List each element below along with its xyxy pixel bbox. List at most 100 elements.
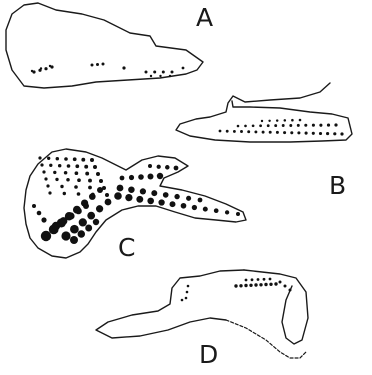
panel-c-dot [236, 212, 240, 216]
panel-c-dot [157, 165, 161, 169]
panel-b-dot [297, 124, 300, 127]
panel-c-dot [97, 187, 103, 193]
panel-c: C [24, 149, 246, 262]
panel-c-dot [38, 156, 41, 159]
panel-c-dot [58, 164, 61, 167]
panel-c-dot [140, 188, 146, 194]
panel-c-dot [120, 176, 125, 181]
panel-c-dot [203, 207, 208, 212]
panel-b-dot [282, 124, 285, 127]
panel-d-dot [284, 285, 287, 288]
panel-c-dot [192, 205, 197, 210]
panel-a-dot [91, 64, 94, 67]
panel-c-dot [85, 172, 89, 176]
panel-b-dot [305, 132, 308, 135]
panel-c-dot [81, 158, 85, 162]
panel-d-dot [264, 283, 267, 286]
panel-a-dot [159, 75, 161, 77]
panel-d-dot [254, 283, 257, 286]
panel-b-dot [226, 130, 229, 133]
panel-a-label: A [196, 3, 213, 32]
panel-c-dot [74, 185, 78, 189]
panel-b-dot [319, 132, 322, 135]
panel-b-dot [276, 119, 278, 121]
panel-c-dot [63, 192, 66, 195]
panel-b-dot [333, 132, 336, 135]
panel-d-dots [181, 278, 292, 302]
panel-b-dot [254, 130, 257, 133]
panel-c-dot [73, 157, 77, 161]
panel-c-dot [87, 212, 95, 220]
panel-b-dot [326, 132, 329, 135]
panel-c-dot [93, 165, 97, 169]
panel-a-outline [6, 3, 203, 88]
panel-c-dot [75, 171, 79, 175]
panel-a-dot [153, 71, 156, 74]
panel-a-dot [171, 71, 174, 74]
panel-a-dot [31, 70, 33, 72]
panel-c-dot [138, 174, 144, 180]
panel-b-dot [219, 130, 222, 133]
panel-a-dot [102, 63, 105, 66]
panel-c-dot [48, 191, 51, 194]
panel-c-dot [225, 210, 229, 214]
panel-d-dot [239, 284, 242, 287]
panel-b-dot [289, 124, 292, 127]
panel-b-dot [268, 120, 270, 122]
panel-c-dot [46, 184, 49, 187]
panel-c-dots [32, 156, 240, 244]
panel-c-dot [117, 185, 124, 192]
panel-c-dot [79, 218, 87, 226]
panel-c-dot [41, 231, 51, 241]
panel-d-dot [257, 278, 260, 281]
panel-c-dot [42, 170, 45, 173]
panel-c-dot [148, 164, 152, 168]
panel-c-dot [75, 208, 82, 215]
panel-b-dot [252, 124, 255, 127]
panel-c-dot [60, 185, 63, 188]
panel-b-dot [312, 132, 315, 135]
panel-a-dot [40, 67, 42, 69]
panel-c-dot [84, 165, 88, 169]
panel-b-dot [276, 131, 279, 134]
panel-c-dot [151, 190, 157, 196]
panel-b-label: B [329, 171, 346, 200]
panel-c-dot [49, 164, 52, 167]
panel-a-dots [31, 63, 185, 78]
panel-c-dot [198, 198, 203, 203]
panel-d-dot [289, 289, 292, 292]
panel-c-dot [78, 230, 85, 237]
panel-c-dot [114, 192, 122, 200]
panel-c-dot [174, 194, 179, 199]
panel-a-dot [44, 67, 47, 70]
panel-b-dot [312, 124, 315, 127]
panel-c-label: C [118, 233, 135, 262]
panel-a-dot [150, 75, 152, 77]
panel-c-dot [40, 163, 43, 166]
panel-c-dot [47, 157, 50, 160]
panel-d-dot [269, 278, 272, 281]
panel-b-dot [274, 124, 277, 127]
panel-b-dot [284, 119, 287, 122]
panel-c-dot [67, 212, 74, 219]
panel-b-dot [259, 124, 262, 127]
panel-a-dot [96, 63, 99, 66]
panel-d-label: D [199, 340, 218, 369]
panel-b-dot [267, 124, 270, 127]
panel-c-dot [66, 178, 70, 182]
panel-b-dot [240, 130, 243, 133]
panel-c-dot [147, 198, 154, 205]
panel-d-dot [279, 281, 282, 284]
panel-a-dot [145, 71, 148, 74]
panel-b-dot [283, 131, 286, 134]
panel-c-dot [93, 219, 99, 225]
panel-c-dot [125, 194, 132, 201]
panel-c-dot [214, 208, 219, 213]
panel-c-dot [52, 222, 60, 230]
panel-b-dot [262, 131, 265, 134]
panel-c-dot [99, 179, 103, 183]
panel-d-dot [245, 279, 248, 282]
panel-c-dot [67, 164, 71, 168]
panel-d-dot [259, 283, 262, 286]
panel-d-dot [274, 282, 277, 285]
